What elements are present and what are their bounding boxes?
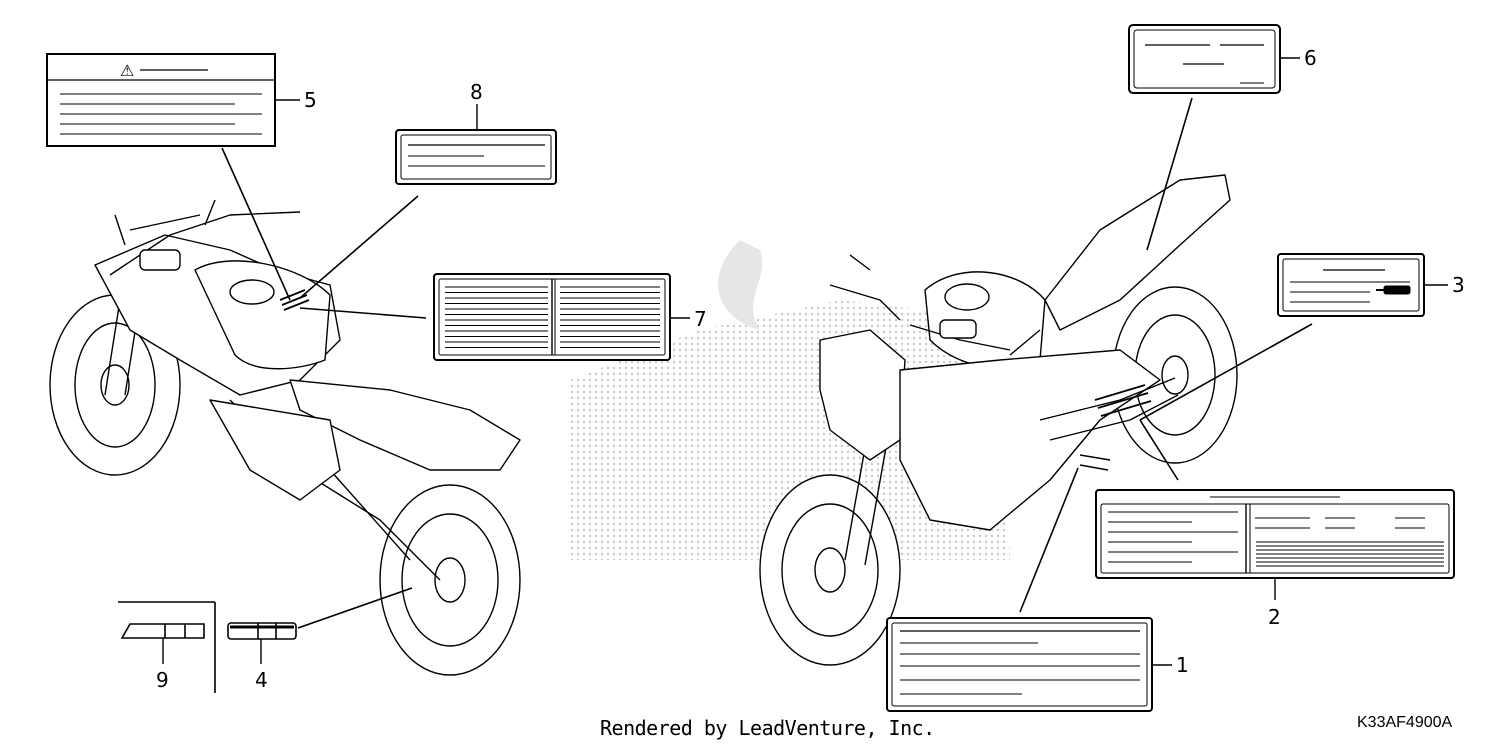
callout-9: 9: [156, 668, 169, 692]
leader-1: [1019, 467, 1079, 613]
callout-1: 1: [1176, 653, 1189, 677]
callout-7: 7: [694, 307, 707, 331]
leader-4-pointer: [297, 587, 413, 629]
callout-5: 5: [304, 88, 317, 112]
reflector-bracket: [118, 601, 216, 693]
spark-plug-icon: [1376, 285, 1411, 295]
warning-triangle-icon: ⚠: [120, 61, 134, 80]
leader-2b: [1139, 419, 1179, 481]
callout-6: 6: [1304, 46, 1317, 70]
label-6: [1128, 24, 1281, 94]
callout-4: 4: [255, 668, 268, 692]
leader-6: [1146, 97, 1193, 251]
motorcycle-right-view-icon: [759, 174, 1238, 666]
leader-2a: [1139, 323, 1313, 421]
callout-3: 3: [1452, 273, 1465, 297]
label-4: [227, 622, 297, 640]
label-8: [395, 129, 557, 185]
leader-8: [299, 195, 419, 299]
leader-7: [299, 307, 427, 319]
label-7-text-lines: [445, 286, 660, 348]
label-3: [1277, 253, 1425, 317]
motorcycle-left-view-icon: [49, 199, 521, 676]
callout-8: 8: [470, 80, 483, 104]
label-7: [433, 273, 671, 361]
credit-footer: Rendered by LeadVenture, Inc.: [600, 716, 935, 740]
callout-2: 2: [1268, 605, 1281, 629]
label-2: [1095, 489, 1455, 579]
label-1: [886, 617, 1153, 712]
leader-5: [221, 147, 291, 301]
label-5-warning: [46, 53, 276, 147]
diagram-code: K33AF4900A: [1357, 714, 1453, 731]
label-2-text-lines: [1108, 511, 1444, 567]
label-9: [120, 623, 205, 639]
